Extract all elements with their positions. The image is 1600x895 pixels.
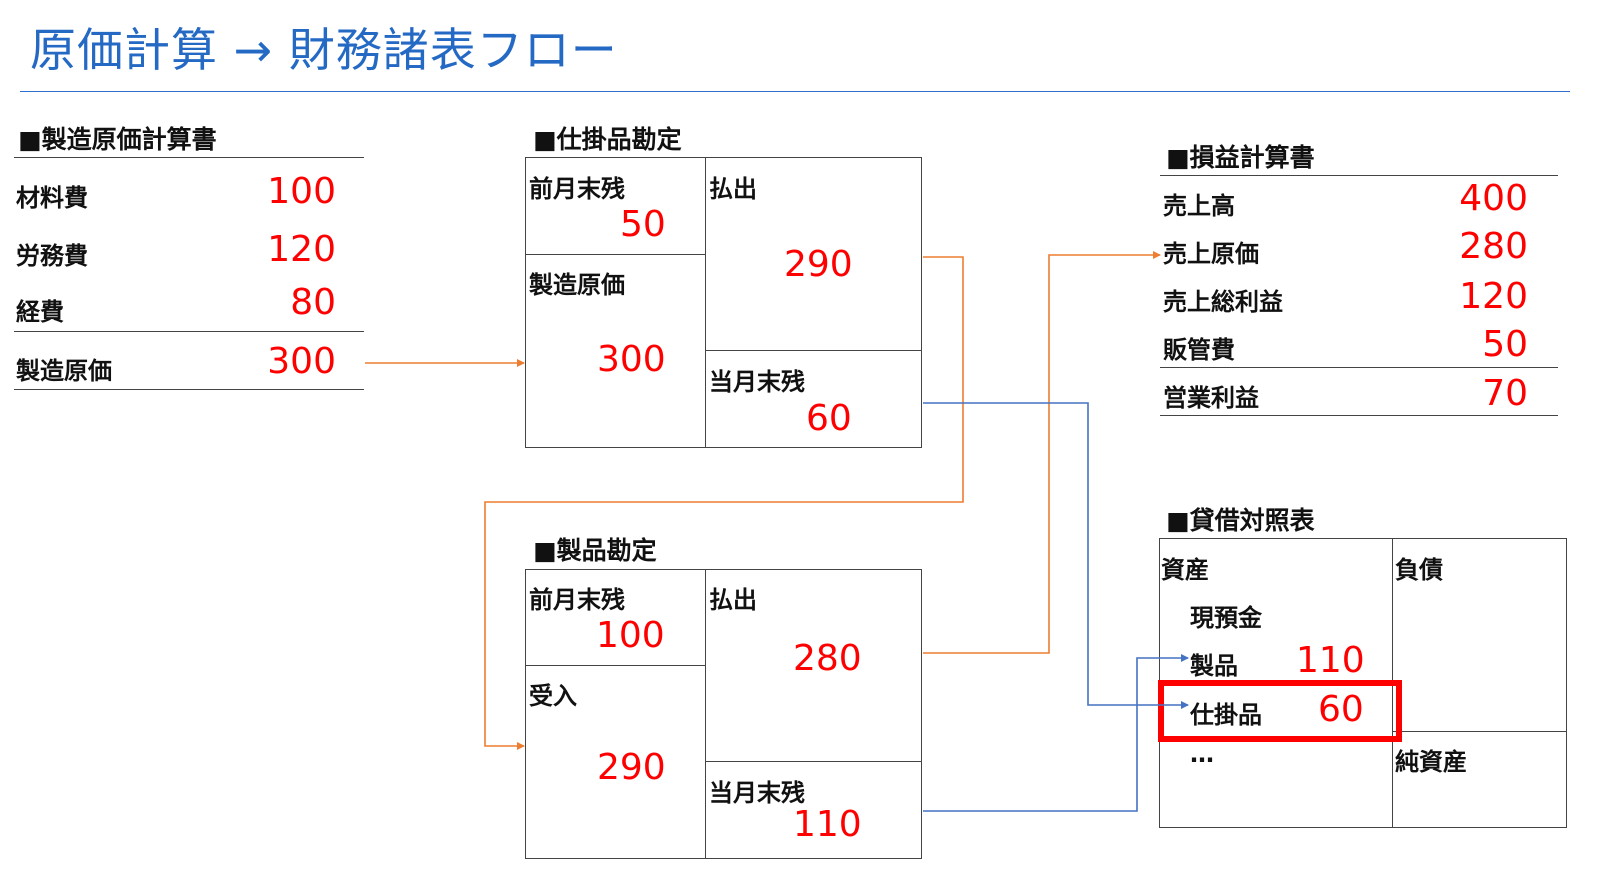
table-top-rule — [14, 157, 364, 158]
liabilities-label: 負債 — [1395, 556, 1443, 584]
title-divider — [20, 91, 1570, 92]
arrow-wip-to-product — [484, 256, 964, 750]
product-account-divider — [705, 569, 706, 859]
bs-wip-value: 60 — [1318, 689, 1364, 730]
page-title: 原価計算 → 財務諸表フロー — [30, 23, 618, 77]
overhead-cost-value: 80 — [290, 282, 336, 323]
wip-closing-value: 60 — [806, 398, 852, 439]
manufacturing-cost-total-value: 300 — [267, 341, 336, 382]
wip-opening-value: 50 — [620, 204, 666, 245]
cost-of-sales-value: 280 — [1459, 226, 1528, 267]
product-outflow-label: 払出 — [709, 586, 757, 614]
more-assets-ellipsis: … — [1190, 740, 1214, 768]
wip-left-split — [525, 254, 705, 255]
income-statement-heading: ■損益計算書 — [1166, 143, 1315, 172]
table-bottom-rule — [14, 389, 364, 390]
arrow-wip-closing-to-bs — [923, 402, 1189, 709]
wip-account-divider — [705, 157, 706, 448]
manufacturing-cost-heading: ■製造原価計算書 — [18, 125, 217, 154]
is-subtotal-rule — [1160, 367, 1558, 368]
wip-closing-label: 当月末残 — [709, 368, 805, 396]
product-outflow-value: 280 — [793, 638, 862, 679]
liabilities-split — [1392, 731, 1567, 732]
is-top-rule — [1160, 175, 1558, 176]
wip-inflow-value: 300 — [597, 339, 666, 380]
wip-right-split — [705, 350, 922, 351]
labor-cost-value: 120 — [267, 229, 336, 270]
assets-label: 資産 — [1161, 556, 1209, 584]
arrow-product-to-cost-of-sales — [923, 251, 1161, 654]
product-inflow-label: 受入 — [529, 682, 577, 710]
material-cost-label: 材料費 — [16, 184, 88, 212]
wip-highlight-box — [1158, 680, 1402, 742]
sales-label: 売上高 — [1163, 192, 1235, 220]
is-bottom-rule — [1160, 415, 1558, 416]
cost-of-sales-label: 売上原価 — [1163, 240, 1259, 268]
sga-label: 販管費 — [1163, 336, 1235, 364]
subtotal-rule — [14, 331, 364, 332]
material-cost-value: 100 — [267, 171, 336, 212]
product-closing-label: 当月末残 — [709, 779, 805, 807]
wip-account-heading: ■仕掛品勘定 — [533, 125, 682, 154]
overhead-cost-label: 経費 — [16, 298, 64, 326]
balance-sheet-heading: ■貸借対照表 — [1166, 506, 1315, 535]
operating-profit-value: 70 — [1482, 373, 1528, 414]
product-opening-value: 100 — [596, 615, 665, 656]
product-account-frame — [525, 569, 922, 859]
bs-product-value: 110 — [1296, 640, 1365, 681]
product-closing-value: 110 — [793, 804, 862, 845]
wip-opening-label: 前月末残 — [529, 175, 625, 203]
product-account-heading: ■製品勘定 — [533, 536, 657, 565]
product-opening-label: 前月末残 — [529, 586, 625, 614]
wip-outflow-label: 払出 — [709, 175, 757, 203]
wip-outflow-value: 290 — [784, 244, 853, 285]
sga-value: 50 — [1482, 324, 1528, 365]
arrow-product-closing-to-bs — [923, 654, 1189, 812]
gross-profit-label: 売上総利益 — [1163, 288, 1283, 316]
gross-profit-value: 120 — [1459, 276, 1528, 317]
product-right-split — [705, 761, 922, 762]
net-assets-label: 純資産 — [1395, 748, 1467, 776]
manufacturing-cost-total-label: 製造原価 — [16, 357, 112, 385]
product-inflow-value: 290 — [597, 747, 666, 788]
operating-profit-label: 営業利益 — [1163, 384, 1259, 412]
bs-product-label: 製品 — [1190, 652, 1238, 680]
cash-label: 現預金 — [1190, 604, 1262, 632]
sales-value: 400 — [1459, 178, 1528, 219]
wip-account-frame — [525, 157, 922, 448]
product-left-split — [525, 665, 705, 666]
labor-cost-label: 労務費 — [16, 242, 88, 270]
bs-wip-label: 仕掛品 — [1190, 701, 1262, 729]
wip-inflow-label: 製造原価 — [529, 271, 625, 299]
